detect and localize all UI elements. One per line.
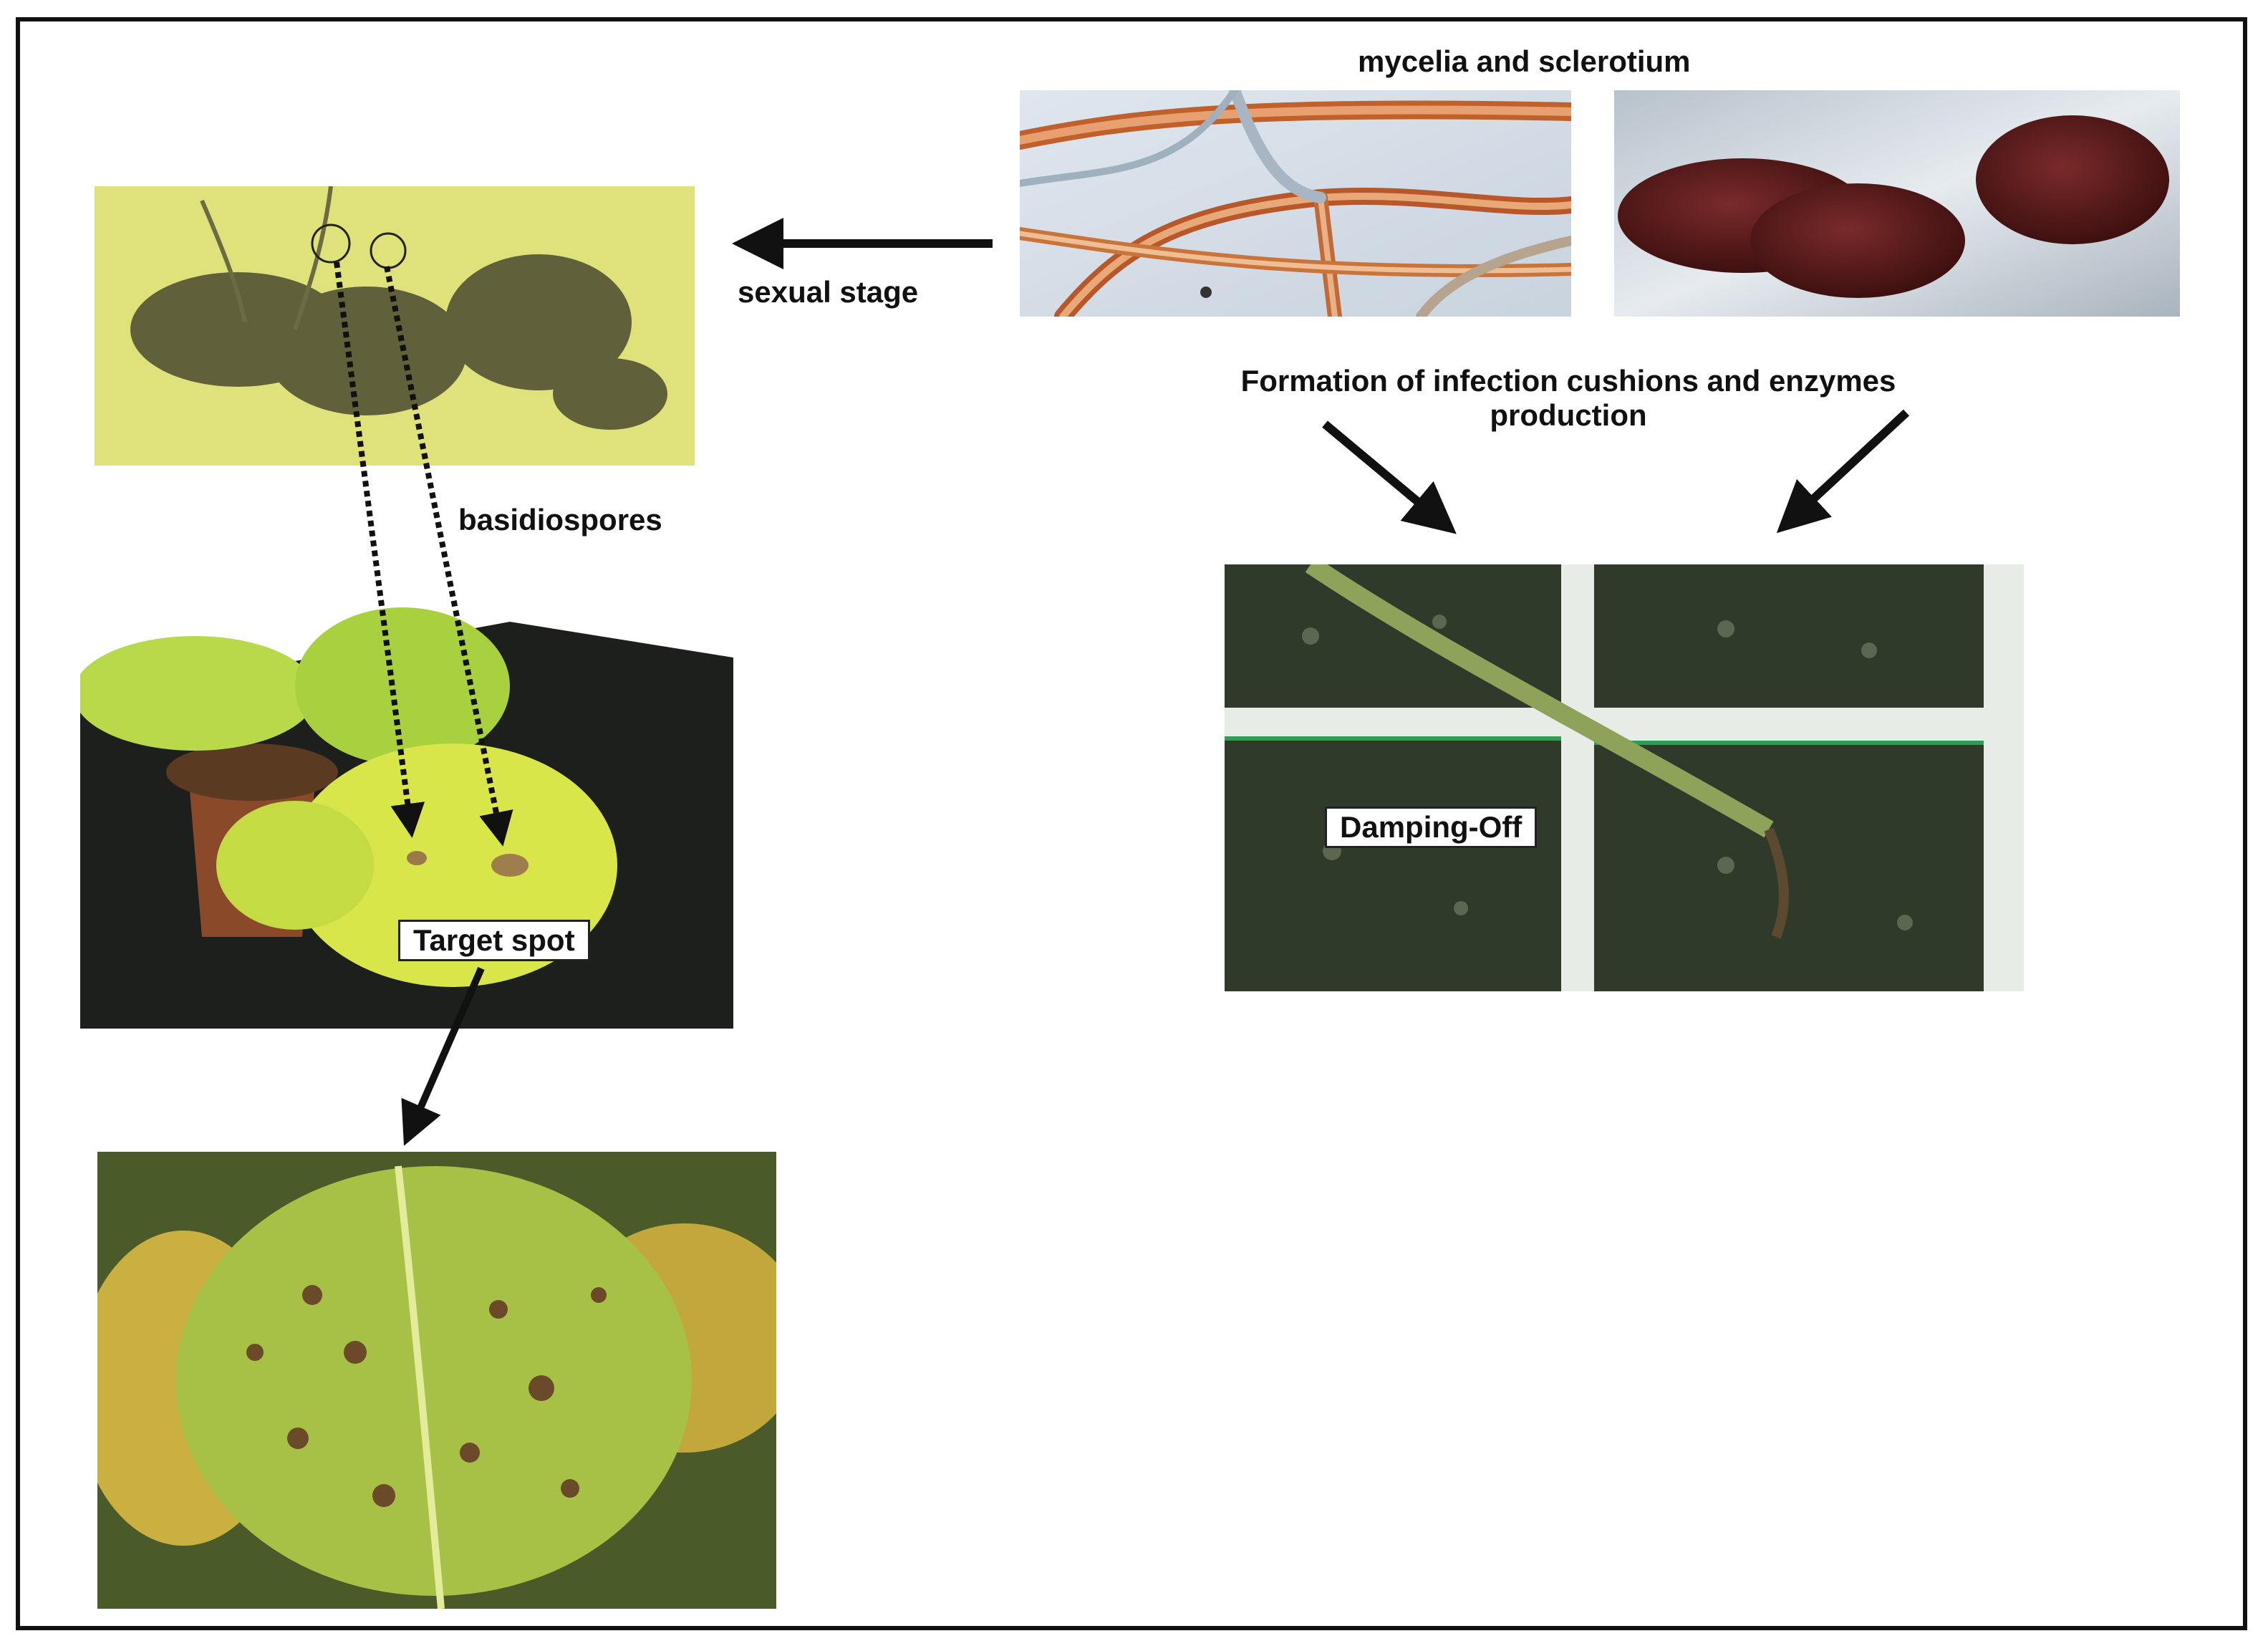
mycelia-micrograph (1020, 90, 1571, 317)
target-spot-leaf-photo (97, 1152, 776, 1609)
formation-label-line1: Formation of infection cushions and enzy… (1240, 364, 1896, 398)
basidia-micrograph (95, 186, 695, 466)
mycelia-label: mycelia and sclerotium (1358, 44, 1691, 78)
basidiospores-label: basidiospores (458, 503, 662, 536)
sclerotium-photo (1614, 90, 2180, 317)
target-spot-tag: Target spot (398, 920, 590, 961)
formation-label-line2: production (1490, 398, 1647, 432)
sexual-stage-label: sexual stage (738, 275, 919, 309)
damping-off-tag: Damping-Off (1325, 807, 1538, 848)
damping-off-photo (1225, 564, 2024, 991)
